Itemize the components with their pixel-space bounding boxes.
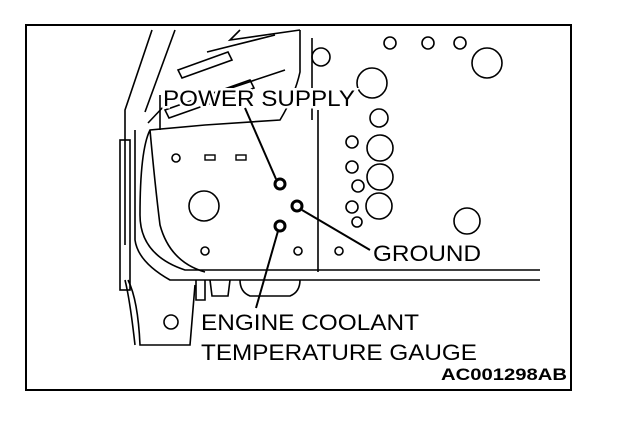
- power-supply-leader: [244, 107, 277, 180]
- terminals: [273, 177, 304, 233]
- component-housing: [119, 29, 540, 346]
- ground-terminal: [290, 199, 304, 213]
- temperature-gauge-label: TEMPERATURE GAUGE: [201, 340, 477, 365]
- power-supply-label: POWER SUPPLY: [163, 86, 355, 111]
- figure-frame: [25, 24, 572, 391]
- figure-code: AC001298AB: [441, 365, 567, 384]
- board-holes: [163, 36, 503, 330]
- coolant-gauge-terminal: [273, 219, 287, 233]
- callout-labels: POWER SUPPLY GROUND ENGINE COOLANT TEMPE…: [161, 84, 569, 386]
- coolant-gauge-leader: [255, 230, 279, 309]
- board-slots: [204, 154, 247, 161]
- engine-coolant-label: ENGINE COOLANT: [201, 310, 419, 335]
- ground-label: GROUND: [373, 241, 481, 266]
- ground-leader: [301, 209, 371, 251]
- leader-lines: [244, 107, 371, 309]
- power-supply-terminal: [273, 177, 287, 191]
